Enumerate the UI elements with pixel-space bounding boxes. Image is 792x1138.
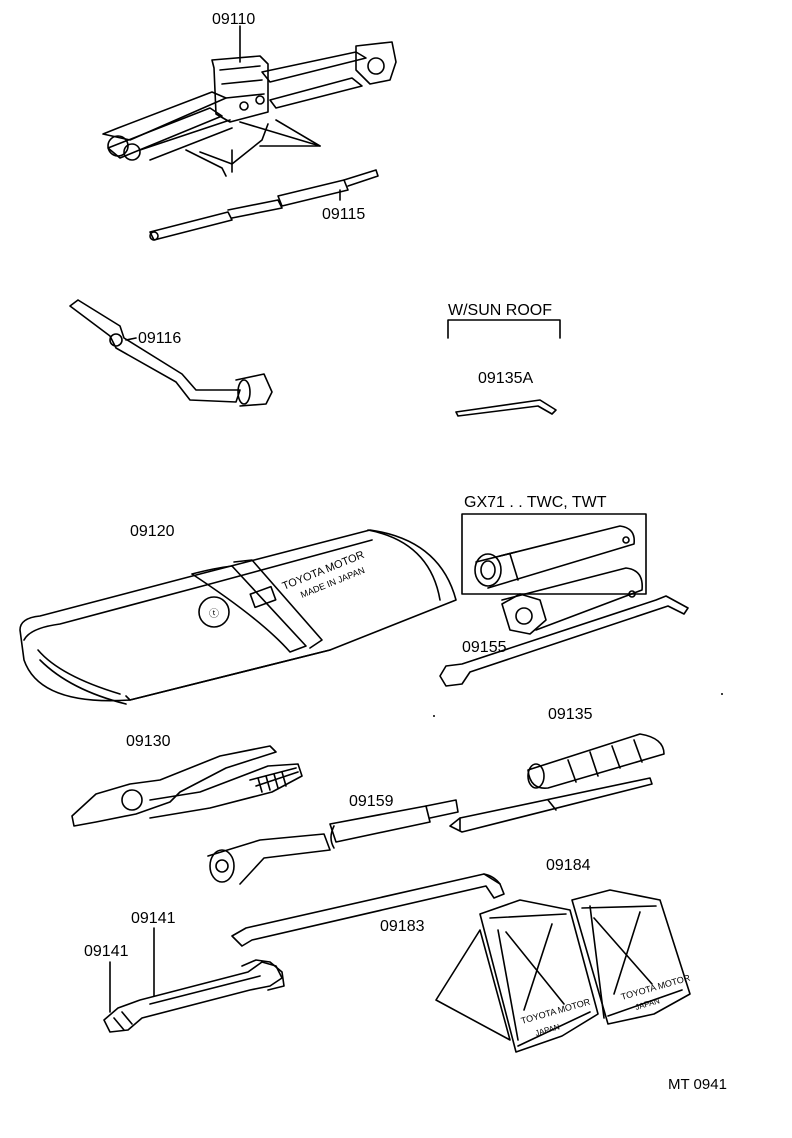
pliers xyxy=(71,745,303,827)
sunroof-tool xyxy=(455,399,557,417)
jack-handle xyxy=(149,169,379,241)
sunroof-tool-label: 09135A xyxy=(478,370,533,387)
wheel-chocks-label: 09184 xyxy=(546,857,591,874)
jack-handle-label: 09115 xyxy=(322,206,365,223)
wheel-wrench xyxy=(69,299,273,407)
socket-wrench xyxy=(207,799,459,885)
sunroof-bracket xyxy=(447,319,561,339)
spark-plug-wrench xyxy=(439,567,689,687)
socket-wrench-label: 09159 xyxy=(349,793,394,810)
tool-bag: ⓣ TOYOTA MOTOR MADE IN JAPAN xyxy=(19,529,457,705)
wrench-b-label: 09141 xyxy=(84,943,129,960)
reference-code: MT 0941 xyxy=(668,1076,727,1093)
spark-plug-wrench-label: 09155 xyxy=(462,639,507,656)
chock-right-text2: JAPAN xyxy=(634,996,661,1012)
chock-left-text2: JAPAN xyxy=(534,1022,561,1038)
jack-label: 09110 xyxy=(212,11,255,28)
pry-bar xyxy=(231,873,505,947)
wheel-wrench-label: 09116 xyxy=(138,330,181,347)
screwdriver xyxy=(449,733,665,833)
chock-left-text1: TOYOTA MOTOR xyxy=(520,996,592,1025)
wrench-a-label: 09141 xyxy=(131,910,176,927)
wheel-chocks: TOYOTA MOTOR JAPAN TOYOTA MOTOR JAPAN xyxy=(435,889,692,1053)
wrenches xyxy=(103,927,285,1033)
gx71-box xyxy=(461,513,647,595)
pry-bar-label: 09183 xyxy=(380,918,425,935)
sunroof-note: W/SUN ROOF xyxy=(448,302,552,319)
pliers-label: 09130 xyxy=(126,733,171,750)
svg-text:ⓣ: ⓣ xyxy=(209,608,219,620)
gx71-note: GX71 . . TWC, TWT xyxy=(464,494,607,511)
scissor-jack xyxy=(102,25,397,177)
screwdriver-label: 09135 xyxy=(548,706,593,723)
tool-bag-label: 09120 xyxy=(130,523,175,540)
